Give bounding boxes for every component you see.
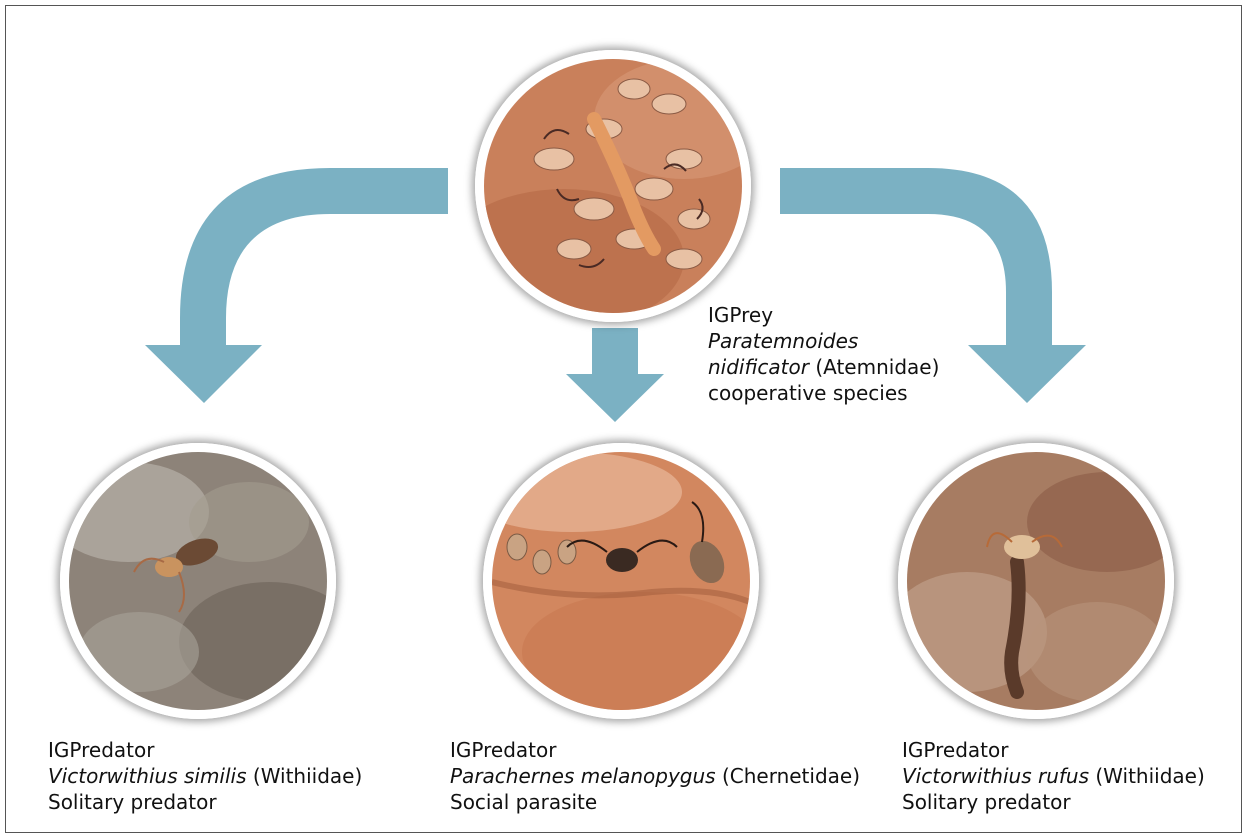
predator-role: IGPredator	[48, 737, 362, 763]
prey-epithet: nidificator	[708, 355, 809, 379]
prey-label: IGPrey Paratemnoides nidificator (Atemni…	[708, 302, 939, 406]
predator-role: IGPredator	[902, 737, 1205, 763]
predator-photo-parachernes-melanopygus	[483, 443, 759, 719]
predator-photo-victorwithius-rufus	[898, 443, 1174, 719]
predator-species-line: Victorwithius similis (Withiidae)	[48, 763, 362, 789]
predator-behavior: Solitary predator	[902, 789, 1205, 815]
prey-photo	[475, 50, 751, 322]
prey-genus: Paratemnoides	[708, 329, 858, 353]
predator-label-left: IGPredator Victorwithius similis (Withii…	[48, 737, 362, 815]
predator-behavior: Social parasite	[450, 789, 860, 815]
prey-family: (Atemnidae)	[815, 355, 939, 379]
arrow-to-middle-predator	[566, 328, 664, 422]
predator-family: (Withiidae)	[253, 764, 362, 788]
predator-species: Parachernes melanopygus	[450, 764, 716, 788]
predator-species-line: Parachernes melanopygus (Chernetidae)	[450, 763, 860, 789]
prey-behavior: cooperative species	[708, 380, 939, 406]
prey-species-line-1: Paratemnoides	[708, 328, 939, 354]
predator-photo-victorwithius-similis	[60, 443, 336, 719]
predator-label-middle: IGPredator Parachernes melanopygus (Cher…	[450, 737, 860, 815]
predator-species: Victorwithius similis	[48, 764, 247, 788]
prey-role: IGPrey	[708, 302, 939, 328]
predator-species-line: Victorwithius rufus (Withiidae)	[902, 763, 1205, 789]
predator-species: Victorwithius rufus	[902, 764, 1089, 788]
predator-family: (Withiidae)	[1095, 764, 1204, 788]
predator-label-right: IGPredator Victorwithius rufus (Withiida…	[902, 737, 1205, 815]
predator-family: (Chernetidae)	[722, 764, 860, 788]
arrow-to-left-predator	[145, 168, 448, 403]
prey-species-line-2: nidificator (Atemnidae)	[708, 354, 939, 380]
predator-behavior: Solitary predator	[48, 789, 362, 815]
predator-role: IGPredator	[450, 737, 860, 763]
